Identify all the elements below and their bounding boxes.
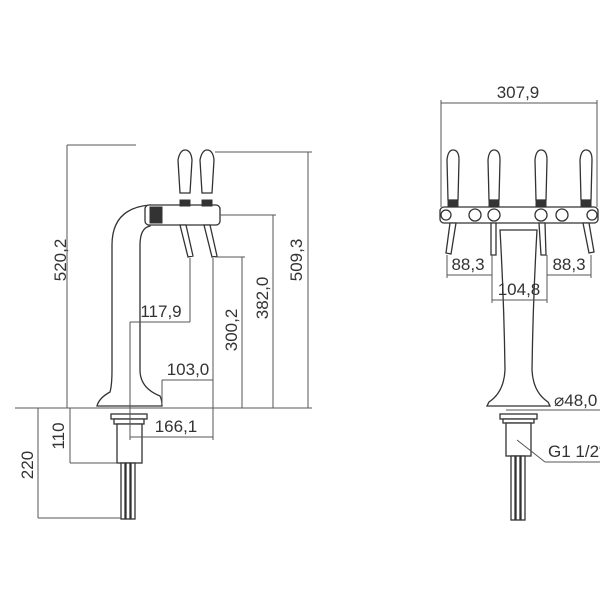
dim-thread: G1 1/2“ xyxy=(548,442,600,461)
dim-left-tap-spacing: 88,3 xyxy=(451,255,484,274)
dim-reach: 166,1 xyxy=(155,417,198,436)
dim-total-height: 520,2 xyxy=(51,239,70,282)
dim-head-height: 382,0 xyxy=(253,277,272,320)
dim-base-offset: 103,0 xyxy=(167,360,210,379)
dim-center-tap-spacing: 104,8 xyxy=(498,280,541,299)
tap-handle xyxy=(199,149,215,194)
dimension-lines xyxy=(440,100,600,463)
dim-overall-width: 307,9 xyxy=(497,83,540,102)
head-nut xyxy=(149,206,163,224)
taps xyxy=(440,149,598,256)
dim-right-tap-spacing: 88,3 xyxy=(552,255,585,274)
column-front xyxy=(485,229,552,407)
dim-spout-offset: 117,9 xyxy=(140,302,181,321)
dim-column-diameter: ⌀48,0 xyxy=(554,391,597,410)
front-view: 307,9 88,3 88,3 104,8 ⌀48,0 G1 1/2“ xyxy=(439,83,600,521)
shank xyxy=(505,422,532,457)
handle-collar xyxy=(179,199,191,207)
tap-spout xyxy=(203,224,218,258)
mount-nut xyxy=(499,413,538,420)
beer-line xyxy=(125,462,131,520)
mount-nut xyxy=(113,418,145,425)
dim-shank-length: 110 xyxy=(49,422,68,449)
dimension-lines xyxy=(37,144,312,519)
handle-collar xyxy=(201,199,213,207)
beer-line xyxy=(520,455,526,521)
beer-line xyxy=(510,455,516,521)
dim-handle-height: 509,3 xyxy=(287,239,306,282)
tap-manifold xyxy=(439,206,599,224)
tap-handle xyxy=(177,149,193,194)
dim-spout-height: 300,2 xyxy=(222,309,241,352)
dim-under-counter: 220 xyxy=(18,451,37,479)
tap-spout xyxy=(179,224,194,258)
beer-line xyxy=(120,462,126,520)
beer-line xyxy=(515,455,521,521)
mount-nut xyxy=(110,413,148,420)
beer-line xyxy=(130,462,136,520)
side-view: 520,2 509,3 382,0 300,2 117,9 103,0 166,… xyxy=(15,144,312,520)
